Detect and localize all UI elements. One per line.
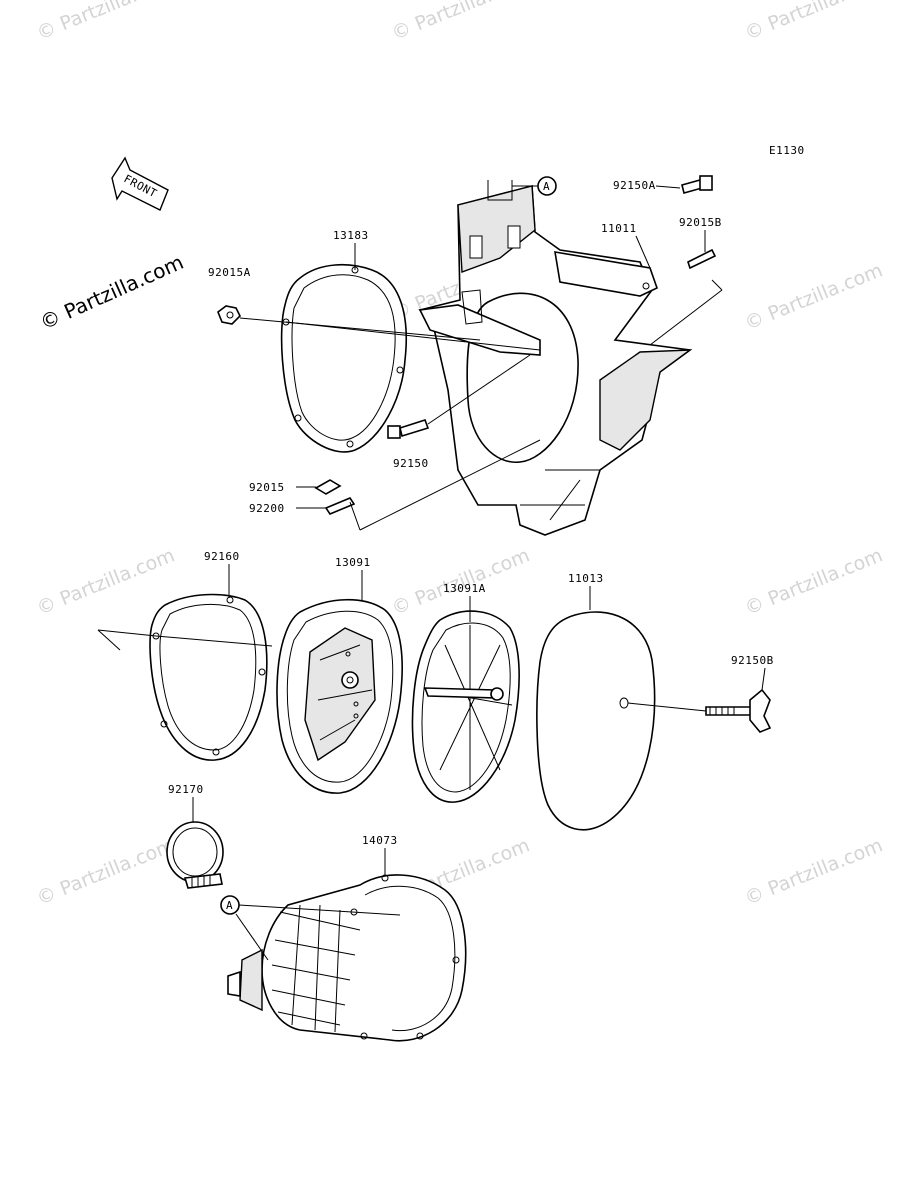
watermark-text: © Partzilla.com [389, 0, 533, 45]
bolt-92150A [681, 175, 713, 194]
filter-element-11013 [536, 611, 656, 831]
air-cleaner-housing [418, 180, 693, 536]
leader-lines-upper [239, 185, 723, 531]
part-label-13183: 13183 [333, 229, 369, 242]
part-label-11011: 11011 [601, 222, 637, 235]
front-arrow-icon: FRONT [111, 156, 169, 211]
part-label-92015: 92015 [249, 481, 285, 494]
part-label-92150: 92150 [393, 457, 429, 470]
leader-lines-lower [192, 797, 401, 961]
watermark-text: © Partzilla.com [34, 0, 178, 45]
part-label-14073: 14073 [362, 834, 398, 847]
wing-bolt-92150B [705, 688, 772, 733]
gasket-13183 [280, 263, 408, 453]
ref-marker-a-upper: A [537, 176, 557, 196]
leader-line [97, 629, 157, 637]
part-label-92015B: 92015B [679, 216, 722, 229]
ref-marker-label: A [226, 899, 233, 912]
nut-92015A [217, 305, 241, 325]
ref-marker-a-lower: A [220, 895, 240, 915]
part-label-92150A: 92150A [613, 179, 656, 192]
clamp-92170 [166, 821, 224, 889]
watermark-text: © Partzilla.com [34, 544, 178, 619]
watermark-text: © Partzilla.com [742, 834, 886, 909]
part-label-92150B: 92150B [731, 654, 774, 667]
nut-92015 [314, 479, 342, 495]
intake-duct-14073 [227, 874, 467, 1042]
gasket-92160 [149, 593, 268, 761]
watermark-text: © Partzilla.com [34, 834, 178, 909]
filter-cage-13091A [411, 610, 520, 803]
part-label-13091: 13091 [335, 556, 371, 569]
washer-92200 [324, 497, 356, 515]
watermark-text: © Partzilla.com [742, 259, 886, 334]
leader-line [97, 629, 121, 651]
watermark-text: © Partzilla.com [742, 544, 886, 619]
part-label-92200: 92200 [249, 502, 285, 515]
leader-lines-middle [228, 564, 766, 712]
diagram-code: E1130 [769, 144, 805, 157]
ref-marker-label: A [543, 180, 550, 193]
part-label-92015A: 92015A [208, 266, 251, 279]
part-labels: 92150A 11011 92015B 13183 92015A 92150 9… [168, 179, 774, 847]
part-label-13091A: 13091A [443, 582, 486, 595]
part-label-92170: 92170 [168, 783, 204, 796]
watermark-main: © Partzilla.com [36, 250, 187, 335]
bolt-92150 [387, 419, 430, 439]
part-label-11013: 11013 [568, 572, 604, 585]
washer-92015B [687, 248, 717, 270]
part-label-92160: 92160 [204, 550, 240, 563]
filter-holder-13091 [276, 598, 403, 794]
leader-line [155, 635, 273, 647]
watermark-text: © Partzilla.com [742, 0, 886, 45]
